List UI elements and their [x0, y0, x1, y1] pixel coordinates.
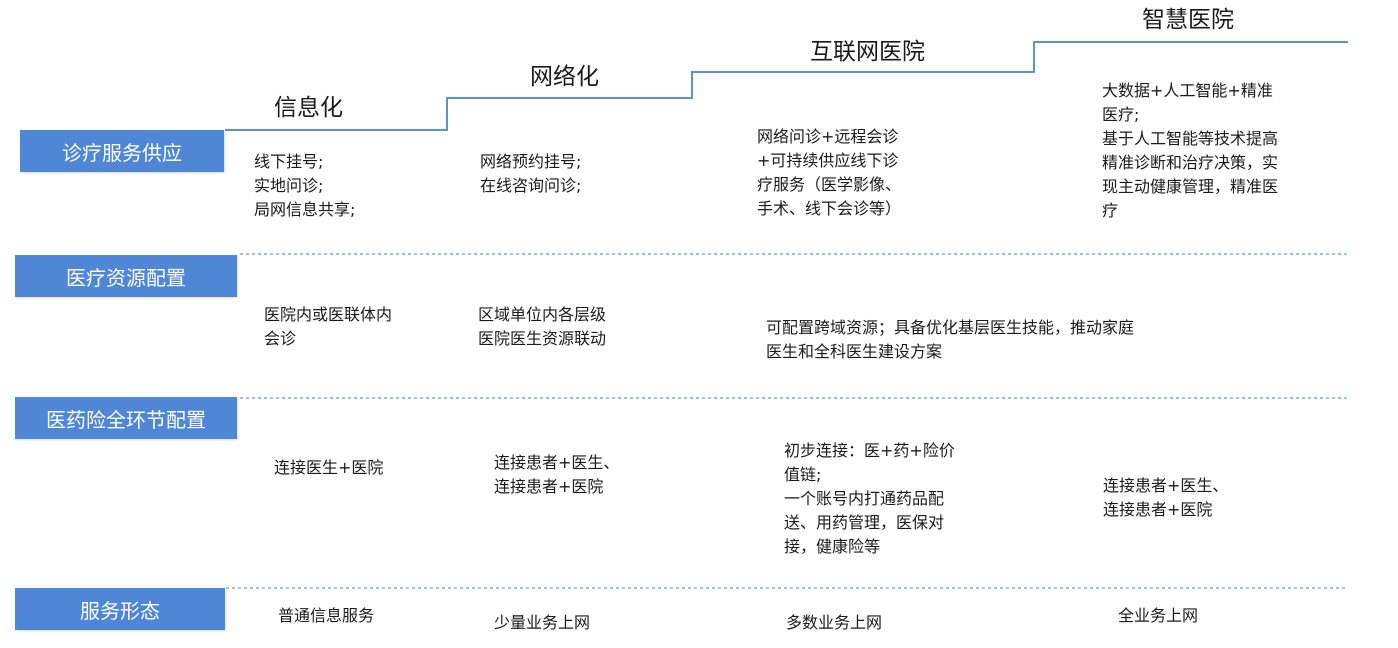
cell-resource-networking: 区域单位内各层级 医院医生资源联动 — [478, 303, 606, 351]
cell-line: 初步连接：医+药+险价 — [784, 441, 955, 460]
cell-line: 送、用药管理，医保对 — [784, 513, 945, 532]
cell-line: 一个账号内打通药品配 — [784, 489, 945, 508]
row-label-resource-allocation: 医疗资源配置 — [15, 255, 237, 297]
cell-pharma-networking: 连接患者+医生、 连接患者+医院 — [494, 451, 619, 499]
cell-diagnosis-internet-hospital: 网络问诊+远程会诊 +可持续供应线下诊 疗服务（医学影像、 手术、线下会诊等） — [757, 125, 901, 221]
cell-line: 线下挂号; — [254, 152, 324, 171]
cell-line: 全业务上网 — [1118, 606, 1199, 625]
cell-line: 医疗; — [1102, 105, 1140, 124]
cell-line: 区域单位内各层级 — [478, 305, 607, 324]
cell-line: 网络问诊+远程会诊 — [757, 127, 899, 146]
cell-pharma-internet-hospital: 初步连接：医+药+险价 值链; 一个账号内打通药品配 送、用药管理，医保对 接，… — [784, 439, 955, 559]
cell-line: 多数业务上网 — [786, 613, 883, 632]
cell-pharma-informatization: 连接医生+医院 — [274, 456, 383, 480]
stage-title-smart-hospital: 智慧医院 — [1142, 7, 1234, 33]
row-label-diagnosis-service: 诊疗服务供应 — [20, 130, 224, 172]
cell-service-smart-hospital: 全业务上网 — [1118, 604, 1198, 628]
cell-pharma-smart-hospital: 连接患者+医生、 连接患者+医院 — [1103, 474, 1228, 522]
cell-line: 连接患者+医院 — [494, 477, 604, 496]
cell-diagnosis-networking: 网络预约挂号; 在线咨询问诊; — [480, 150, 581, 198]
cell-line: 局网信息共享; — [254, 200, 356, 219]
cell-resource-internet-smart: 可配置跨域资源；具备优化基层医生技能，推动家庭 医生和全科医生建设方案 — [766, 316, 1134, 364]
cell-line: 医生和全科医生建设方案 — [766, 342, 943, 361]
cell-line: 精准诊断和治疗决策，实 — [1102, 153, 1279, 172]
cell-line: 实地问诊; — [254, 176, 324, 195]
cell-line: 医院内或医联体内 — [264, 305, 393, 324]
cell-service-informatization: 普通信息服务 — [278, 604, 374, 628]
cell-line: 普通信息服务 — [278, 606, 375, 625]
cell-line: 接，健康险等 — [784, 537, 881, 556]
cell-line: 基于人工智能等技术提高 — [1102, 129, 1279, 148]
cell-line: 网络预约挂号; — [480, 152, 582, 171]
cell-line: 会诊 — [264, 329, 297, 348]
cell-line: 医院医生资源联动 — [478, 329, 607, 348]
cell-line: +可持续供应线下诊 — [757, 151, 899, 170]
cell-line: 少量业务上网 — [494, 613, 591, 632]
row-label-service-form: 服务形态 — [15, 588, 225, 630]
cell-line: 现主动健康管理，精准医 — [1102, 177, 1279, 196]
cell-service-networking: 少量业务上网 — [494, 611, 590, 635]
cell-diagnosis-informatization: 线下挂号; 实地问诊; 局网信息共享; — [254, 150, 355, 222]
cell-line: 连接患者+医生、 — [494, 453, 620, 472]
cell-diagnosis-smart-hospital: 大数据+人工智能+精准 医疗; 基于人工智能等技术提高 精准诊断和治疗决策，实 … — [1102, 79, 1278, 223]
cell-resource-informatization: 医院内或医联体内 会诊 — [264, 303, 392, 351]
row-label-pharma-insurance: 医药险全环节配置 — [15, 397, 237, 439]
stage-title-internet-hospital: 互联网医院 — [810, 39, 925, 65]
cell-line: 疗服务（医学影像、 — [757, 175, 902, 194]
cell-line: 大数据+人工智能+精准 — [1102, 81, 1273, 100]
stage-title-networking: 网络化 — [530, 64, 599, 90]
cell-line: 连接医生+医院 — [274, 458, 384, 477]
cell-line: 可配置跨域资源；具备优化基层医生技能，推动家庭 — [766, 318, 1135, 337]
stage-step-line — [225, 41, 1348, 131]
cell-line: 在线咨询问诊; — [480, 176, 582, 195]
cell-line: 值链; — [784, 465, 822, 484]
stage-title-informatization: 信息化 — [274, 95, 343, 121]
cell-line: 连接患者+医生、 — [1103, 476, 1229, 495]
cell-line: 手术、线下会诊等） — [757, 199, 902, 218]
cell-line: 连接患者+医院 — [1103, 500, 1213, 519]
cell-line: 疗 — [1102, 201, 1119, 220]
cell-service-internet-hospital: 多数业务上网 — [786, 611, 882, 635]
